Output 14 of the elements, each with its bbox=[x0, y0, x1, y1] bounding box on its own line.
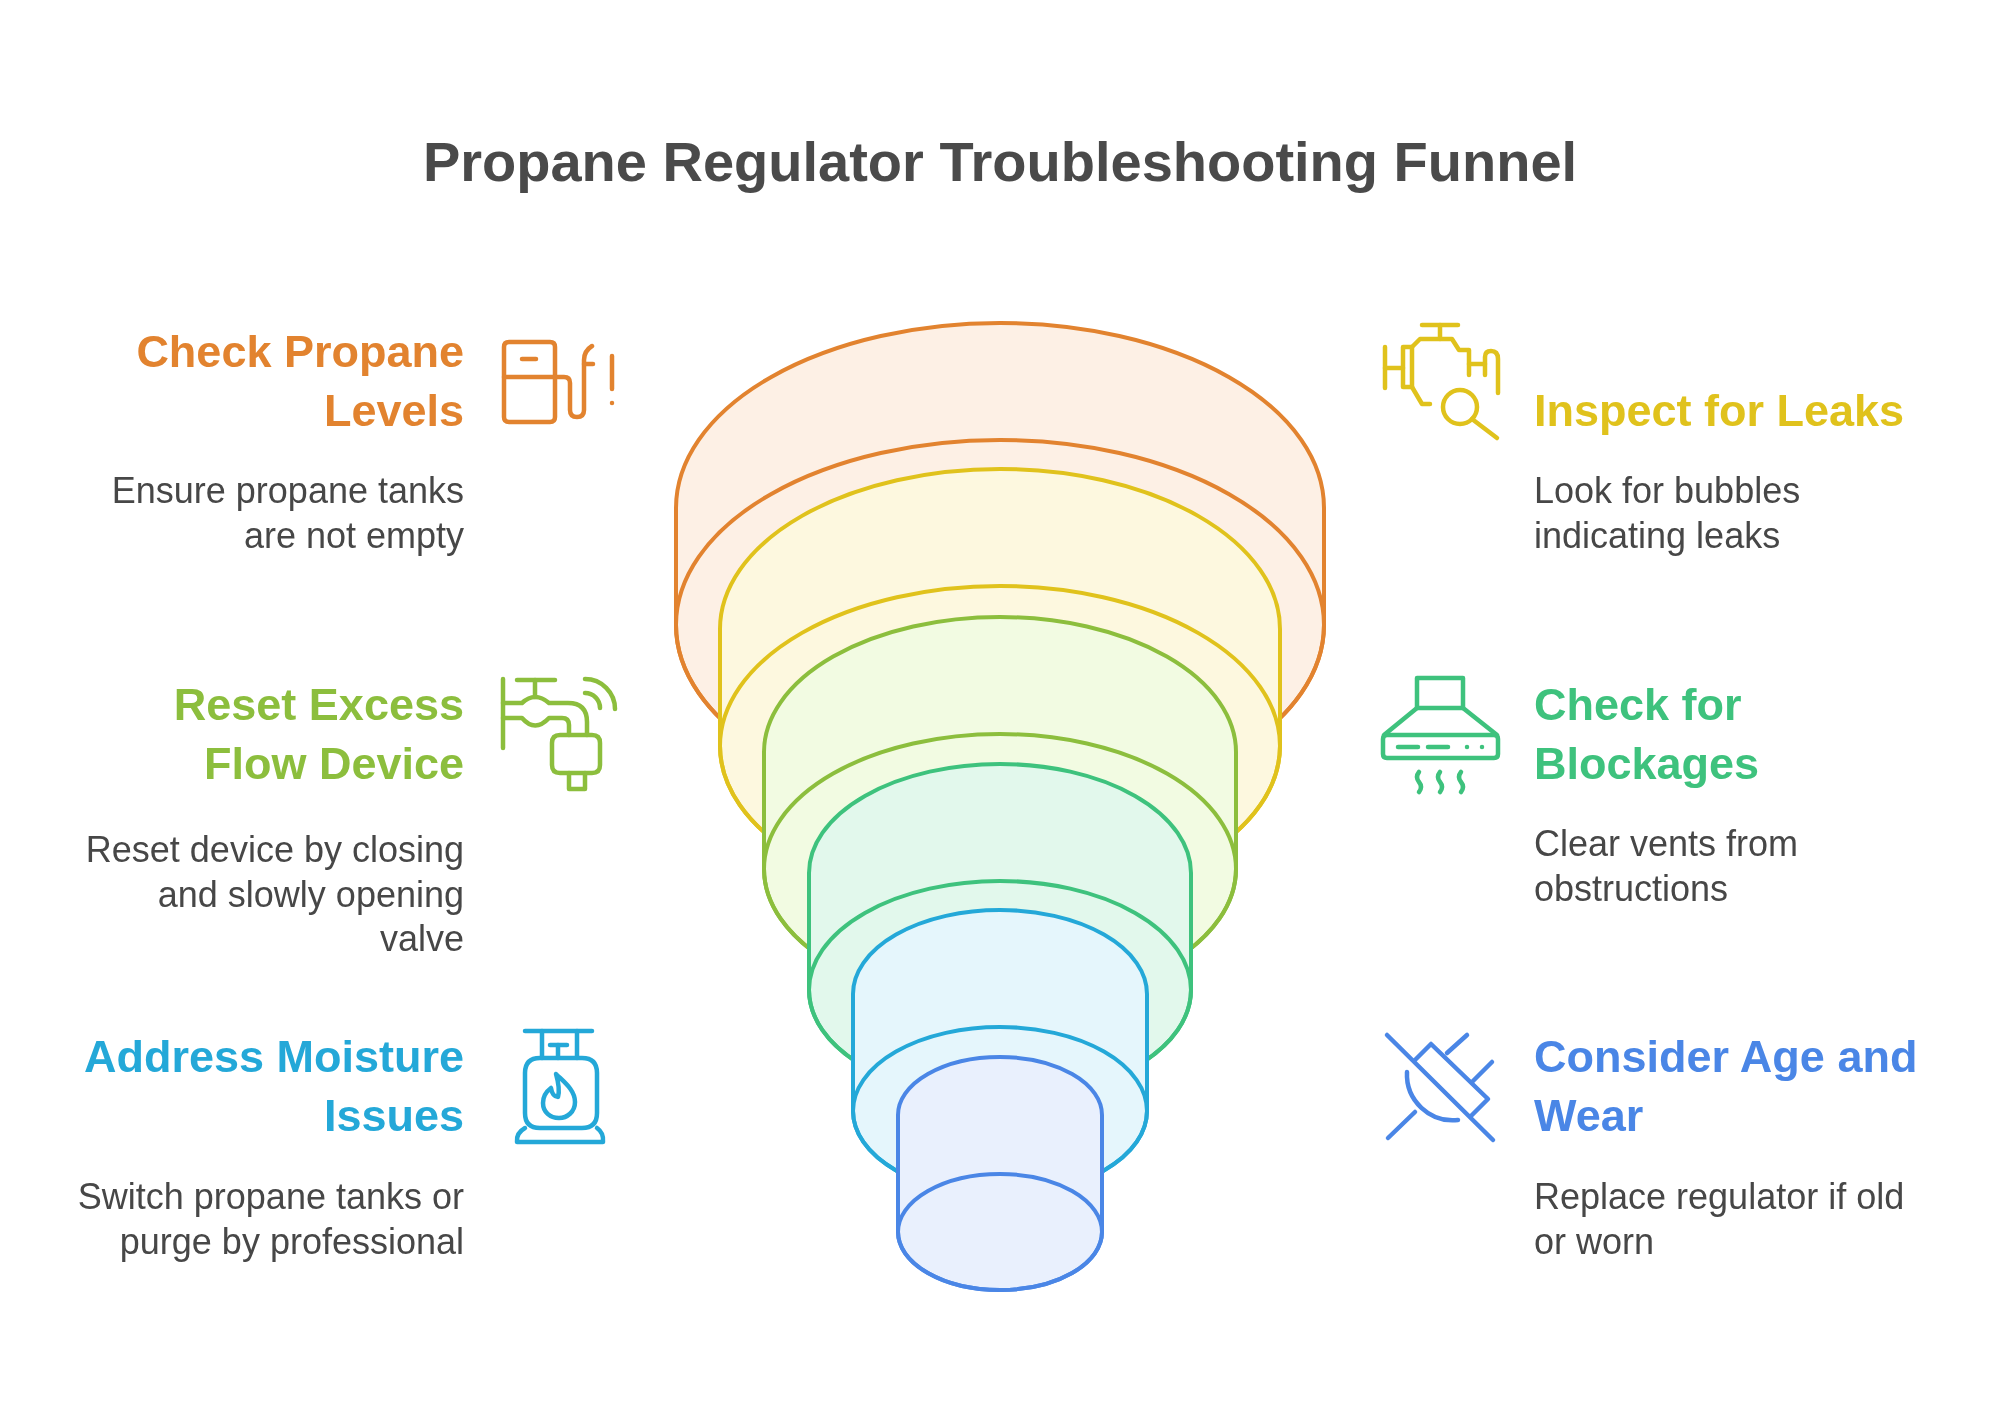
step-description: Look for bubbles indicating leaks bbox=[1534, 469, 1802, 558]
step-heading: Address Moisture Issues bbox=[82, 1030, 464, 1143]
step-heading: Check Propane Levels bbox=[135, 325, 464, 438]
step-description: Switch propane tanks or purge by professional bbox=[76, 1175, 464, 1264]
diagram-title: Propane Regulator Troubleshooting Funnel bbox=[422, 129, 1578, 195]
funnel-layer bbox=[895, 1054, 1105, 1293]
step-heading: Reset Excess Flow Device bbox=[172, 678, 464, 791]
step-description: Replace regulator if old or worn bbox=[1534, 1175, 1906, 1264]
step-heading: Consider Age and Wear bbox=[1534, 1030, 1919, 1143]
step-description: Reset device by closing and slowly opening valve bbox=[84, 828, 464, 962]
step-description: Clear vents from obstructions bbox=[1534, 822, 1800, 911]
step-description: Ensure propane tanks are not empty bbox=[110, 469, 464, 558]
step-heading: Inspect for Leaks bbox=[1534, 384, 1906, 438]
step-heading: Check for Blockages bbox=[1534, 678, 1761, 791]
